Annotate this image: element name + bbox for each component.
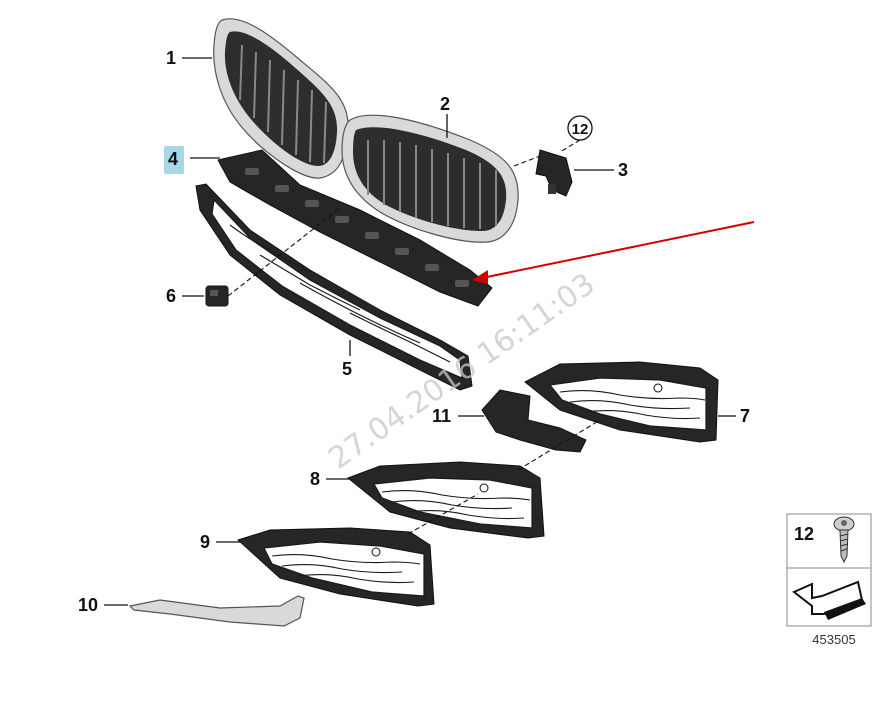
lower-grille-part-5	[195, 183, 473, 391]
trim-grille-part-4	[217, 149, 493, 307]
fog-grille-left-part-9	[237, 527, 435, 607]
callout-7: 7	[740, 406, 750, 426]
callout-4: 4	[168, 149, 178, 169]
direction-arrow-icon	[792, 580, 866, 620]
callout-8: 8	[310, 469, 320, 489]
callout-labels: 1 2 3 4 5 6 7 8 9 10 11 12	[78, 48, 750, 615]
bracket-part-3	[535, 149, 573, 197]
callout-2: 2	[440, 94, 450, 114]
bracket-part-11	[481, 389, 587, 453]
callout-12: 12	[572, 121, 589, 138]
leader-lines	[104, 57, 736, 606]
callout-12-circle	[567, 115, 593, 141]
callout-11: 11	[432, 406, 451, 426]
pointer-arrow	[472, 221, 755, 284]
callout-6: 6	[166, 286, 176, 306]
fog-grille-right-part-7	[524, 361, 719, 443]
clip-part-6	[205, 285, 229, 307]
grille-left-part-1	[213, 18, 349, 179]
callout-3: 3	[618, 160, 628, 180]
trim-strip-part-10	[128, 595, 305, 627]
legend-part-number: 12	[794, 524, 814, 544]
assembly-dashed-lines	[227, 139, 601, 535]
diagram-id: 453505	[812, 632, 855, 647]
grille-right-part-2	[341, 114, 519, 243]
fog-grille-left-part-8	[347, 461, 545, 539]
callout-9: 9	[200, 532, 210, 552]
callout-4-highlight	[164, 146, 184, 174]
screw-icon	[833, 516, 855, 564]
callout-5: 5	[342, 359, 352, 379]
callout-10: 10	[78, 595, 98, 615]
callout-1: 1	[166, 48, 176, 68]
legend-box: 12 453505	[786, 513, 872, 647]
